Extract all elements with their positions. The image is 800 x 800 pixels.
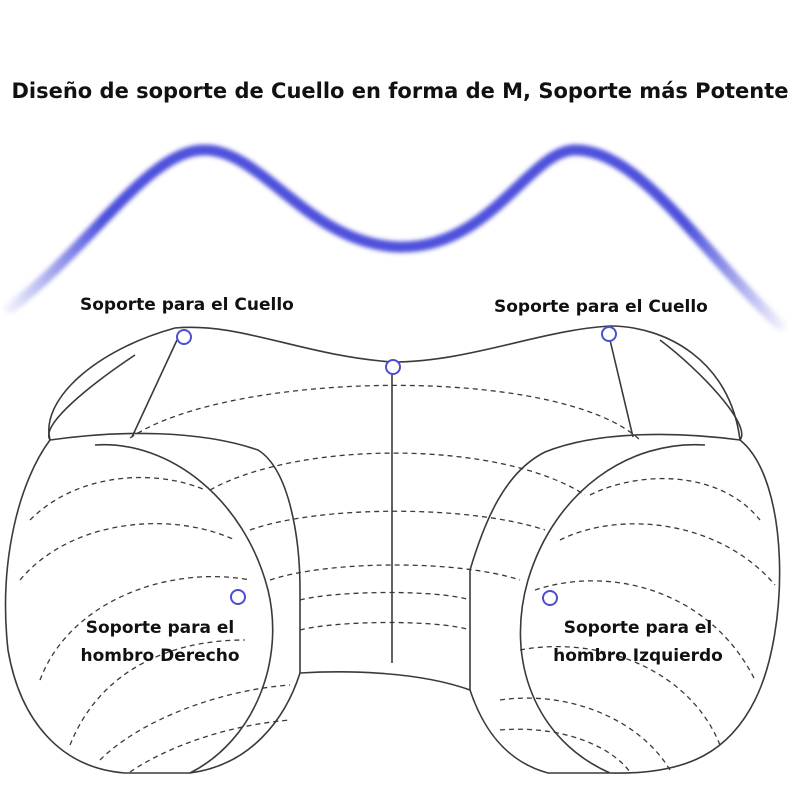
label-shoulder-right: Soporte para el hombro Derecho [40,614,280,670]
left-dashed-6 [129,719,291,773]
marker-neck-left [176,329,192,345]
left-dashed-4 [69,639,246,746]
dashed-arc-1 [129,384,641,441]
dashed-arc-6 [299,621,471,631]
marker-neck-right [601,326,617,342]
left-wing-fold [47,354,301,673]
pillow-outline [4,325,781,774]
right-neck-edge [609,339,634,438]
dashed-arc-3 [249,510,546,531]
diagram-title: Diseño de soporte de Cuello en forma de … [11,79,789,103]
marker-neck-center [385,359,401,375]
right-dashed-3 [534,580,756,681]
left-dashed-5 [99,684,291,761]
label-neck-support-left: Soporte para el Cuello [80,295,294,315]
label-shoulder-right-line1: Soporte para el [85,618,235,638]
left-dashed-2 [19,523,236,581]
dashed-arc-5 [299,591,471,601]
dashed-contours [19,384,776,773]
dashed-arc-2 [209,452,586,496]
right-dashed-6 [499,728,631,773]
right-dashed-4 [519,646,721,746]
right-dashed-2 [559,523,776,586]
marker-shoulder-right [230,589,246,605]
m-wave-graphic [4,144,786,331]
m-wave-curve [4,144,786,331]
label-shoulder-left-line1: Soporte para el [563,618,713,638]
marker-shoulder-left [542,590,558,606]
pillow-outer-contour [4,325,781,774]
left-neck-edge [131,339,178,438]
dashed-arc-4 [269,564,521,581]
left-dashed-3 [39,576,251,681]
label-shoulder-left: Soporte para el hombro Izquierdo [518,614,758,670]
right-dashed-5 [499,697,671,771]
right-shoulder-inner [519,443,706,774]
label-shoulder-left-line2: hombro Izquierdo [553,646,723,666]
label-shoulder-right-line2: hombro Derecho [80,646,240,666]
label-neck-support-right: Soporte para el Cuello [494,297,708,317]
markers [176,326,617,606]
right-dashed-1 [589,477,761,521]
left-dashed-1 [29,476,206,521]
right-wing-fold [469,339,743,690]
left-shoulder-inner [94,443,274,774]
